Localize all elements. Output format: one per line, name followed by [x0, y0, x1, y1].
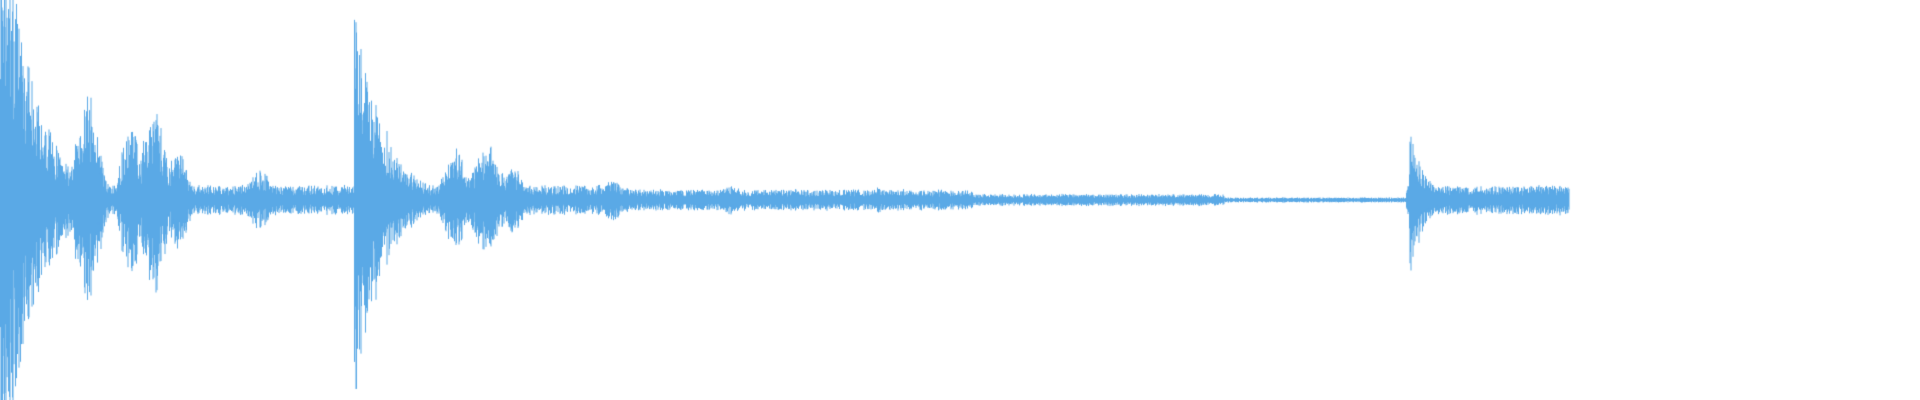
audio-waveform[interactable]	[0, 0, 1920, 400]
